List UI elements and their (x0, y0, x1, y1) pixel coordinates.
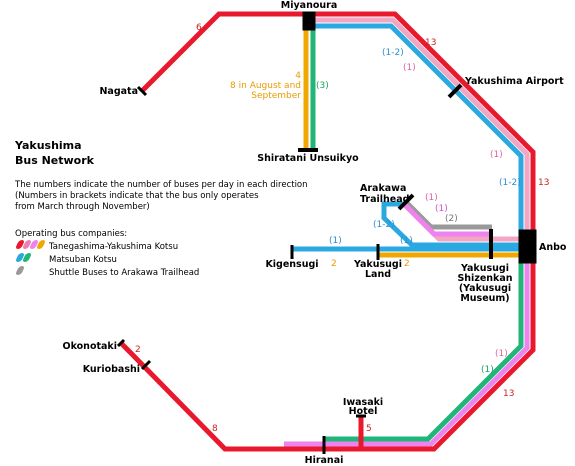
count-shiratani-orange: 4 (295, 71, 301, 81)
stop-airport-marker[interactable] (447, 83, 463, 99)
count-east-blue: (1-2) (499, 178, 521, 188)
count-nagata-miyanoura: 6 (196, 23, 202, 33)
route-arakawa-gray (404, 200, 492, 230)
stop-label-kuriobashi: Kuriobashi (83, 364, 140, 375)
count-south-green: (1) (481, 365, 494, 375)
route-north-blue (309, 23, 524, 238)
legend-swatches-matsuban (14, 253, 47, 266)
stop-label-shizenkan-3: (Yakusugi (459, 283, 511, 294)
legend-swatches-tanegashima (14, 240, 47, 253)
legend-swatch-gray (14, 266, 26, 275)
count-south-red: 13 (503, 389, 514, 399)
stop-label-iwasaki-1: Iwasaki (343, 397, 383, 408)
stop-label-hiranai: Hiranai (305, 455, 344, 466)
description: The numbers indicate the number of buses… (15, 180, 308, 213)
stop-okonotaki-marker[interactable] (116, 338, 126, 348)
stop-arakawa-marker[interactable] (397, 193, 415, 211)
count-arakawa-blue: (1-2) (373, 220, 395, 230)
stop-label-shizenkan-1: Yakusugi (460, 263, 509, 274)
stop-label-yakusugi-land-1: Yakusugi (353, 259, 402, 270)
map-title-line-2: Bus Network (15, 154, 94, 167)
count-north-red: 13 (425, 38, 436, 48)
legend-label-shuttle: Shuttle Buses to Arakawa Trailhead (49, 267, 200, 278)
stop-label-shizenkan-2: Shizenkan (457, 273, 512, 284)
route-arakawa-blue (381, 201, 522, 248)
stop-label-iwasaki-2: Hotel (349, 406, 378, 417)
stop-nagata-marker[interactable] (136, 85, 148, 97)
count-north-pink: (1) (403, 63, 416, 73)
count-iwasaki-red: 5 (366, 424, 372, 434)
count-land-orange: 2 (404, 259, 410, 269)
count-shiratani-orange-note-1: 8 in August and (230, 81, 301, 91)
stop-label-anbo: Anbo (539, 242, 567, 253)
legend-item-matsuban: Matsuban Kotsu (14, 253, 305, 266)
route-arakawa-magenta (402, 202, 492, 237)
count-west-red: 8 (212, 424, 218, 434)
count-land-blue: (1) (400, 236, 413, 246)
stop-kuriobashi-marker[interactable] (140, 359, 152, 371)
route-south-green (324, 262, 524, 442)
count-south-pink: (1) (495, 349, 508, 359)
count-kigensugi-orange: 2 (331, 259, 337, 269)
count-east-pink: (1) (490, 150, 503, 160)
stop-label-arakawa-1: Arakawa (360, 183, 406, 194)
count-shiratani-orange-note-2: September (251, 91, 301, 101)
count-okonotaki-red: 2 (135, 345, 141, 355)
stop-label-arakawa-2: Trailhead (360, 194, 409, 205)
stop-label-shiratani: Shiratani Unsuikyo (257, 153, 359, 164)
description-line-3: from March through November) (15, 202, 150, 212)
count-arakawa-magenta: (1) (435, 204, 448, 214)
stop-label-miyanoura: Miyanoura (281, 0, 337, 11)
route-west-red (119, 341, 360, 452)
legend-swatches-shuttle (14, 266, 47, 279)
legend: Operating bus companies: Tanegashima-Yak… (14, 228, 305, 279)
description-line-1: The numbers indicate the number of buses… (15, 180, 308, 190)
route-nagata-miyanoura (140, 11, 309, 93)
legend-item-shuttle: Shuttle Buses to Arakawa Trailhead (14, 266, 305, 279)
stop-anbo-marker[interactable] (518, 229, 537, 264)
stop-label-shizenkan-4: Museum) (460, 293, 509, 304)
map-title-line-1: Yakushima (15, 139, 82, 152)
count-north-blue: (1-2) (382, 48, 404, 58)
description-line-2: (Numbers in brackets indicate that the b… (15, 191, 259, 201)
count-kigensugi-blue: (1) (329, 236, 342, 246)
info-panel: Yakushima Bus Network The numbers indica… (14, 138, 308, 279)
route-south-red (360, 262, 536, 452)
route-north-red (309, 11, 536, 248)
count-east-red: 13 (538, 178, 549, 188)
legend-heading: Operating bus companies: (15, 229, 128, 239)
count-arakawa-pink: (1) (425, 193, 438, 203)
legend-label-tanegashima: Tanegashima-Yakushima Kotsu (49, 241, 179, 252)
stop-label-yakusugi-land-2: Land (365, 269, 391, 280)
stop-label-nagata: Nagata (99, 86, 138, 97)
route-south-pink (360, 262, 530, 447)
legend-label-matsuban: Matsuban Kotsu (49, 254, 117, 265)
stop-label-kigensugi: Kigensugi (265, 259, 318, 270)
count-shiratani-green: (3) (316, 81, 329, 91)
stop-label-airport: Yakushima Airport (464, 76, 564, 87)
legend-item-tanegashima: Tanegashima-Yakushima Kotsu (14, 240, 305, 253)
count-arakawa-gray: (2) (445, 214, 458, 224)
stop-miyanoura-marker[interactable] (302, 11, 316, 31)
stop-label-okonotaki: Okonotaki (63, 341, 117, 352)
